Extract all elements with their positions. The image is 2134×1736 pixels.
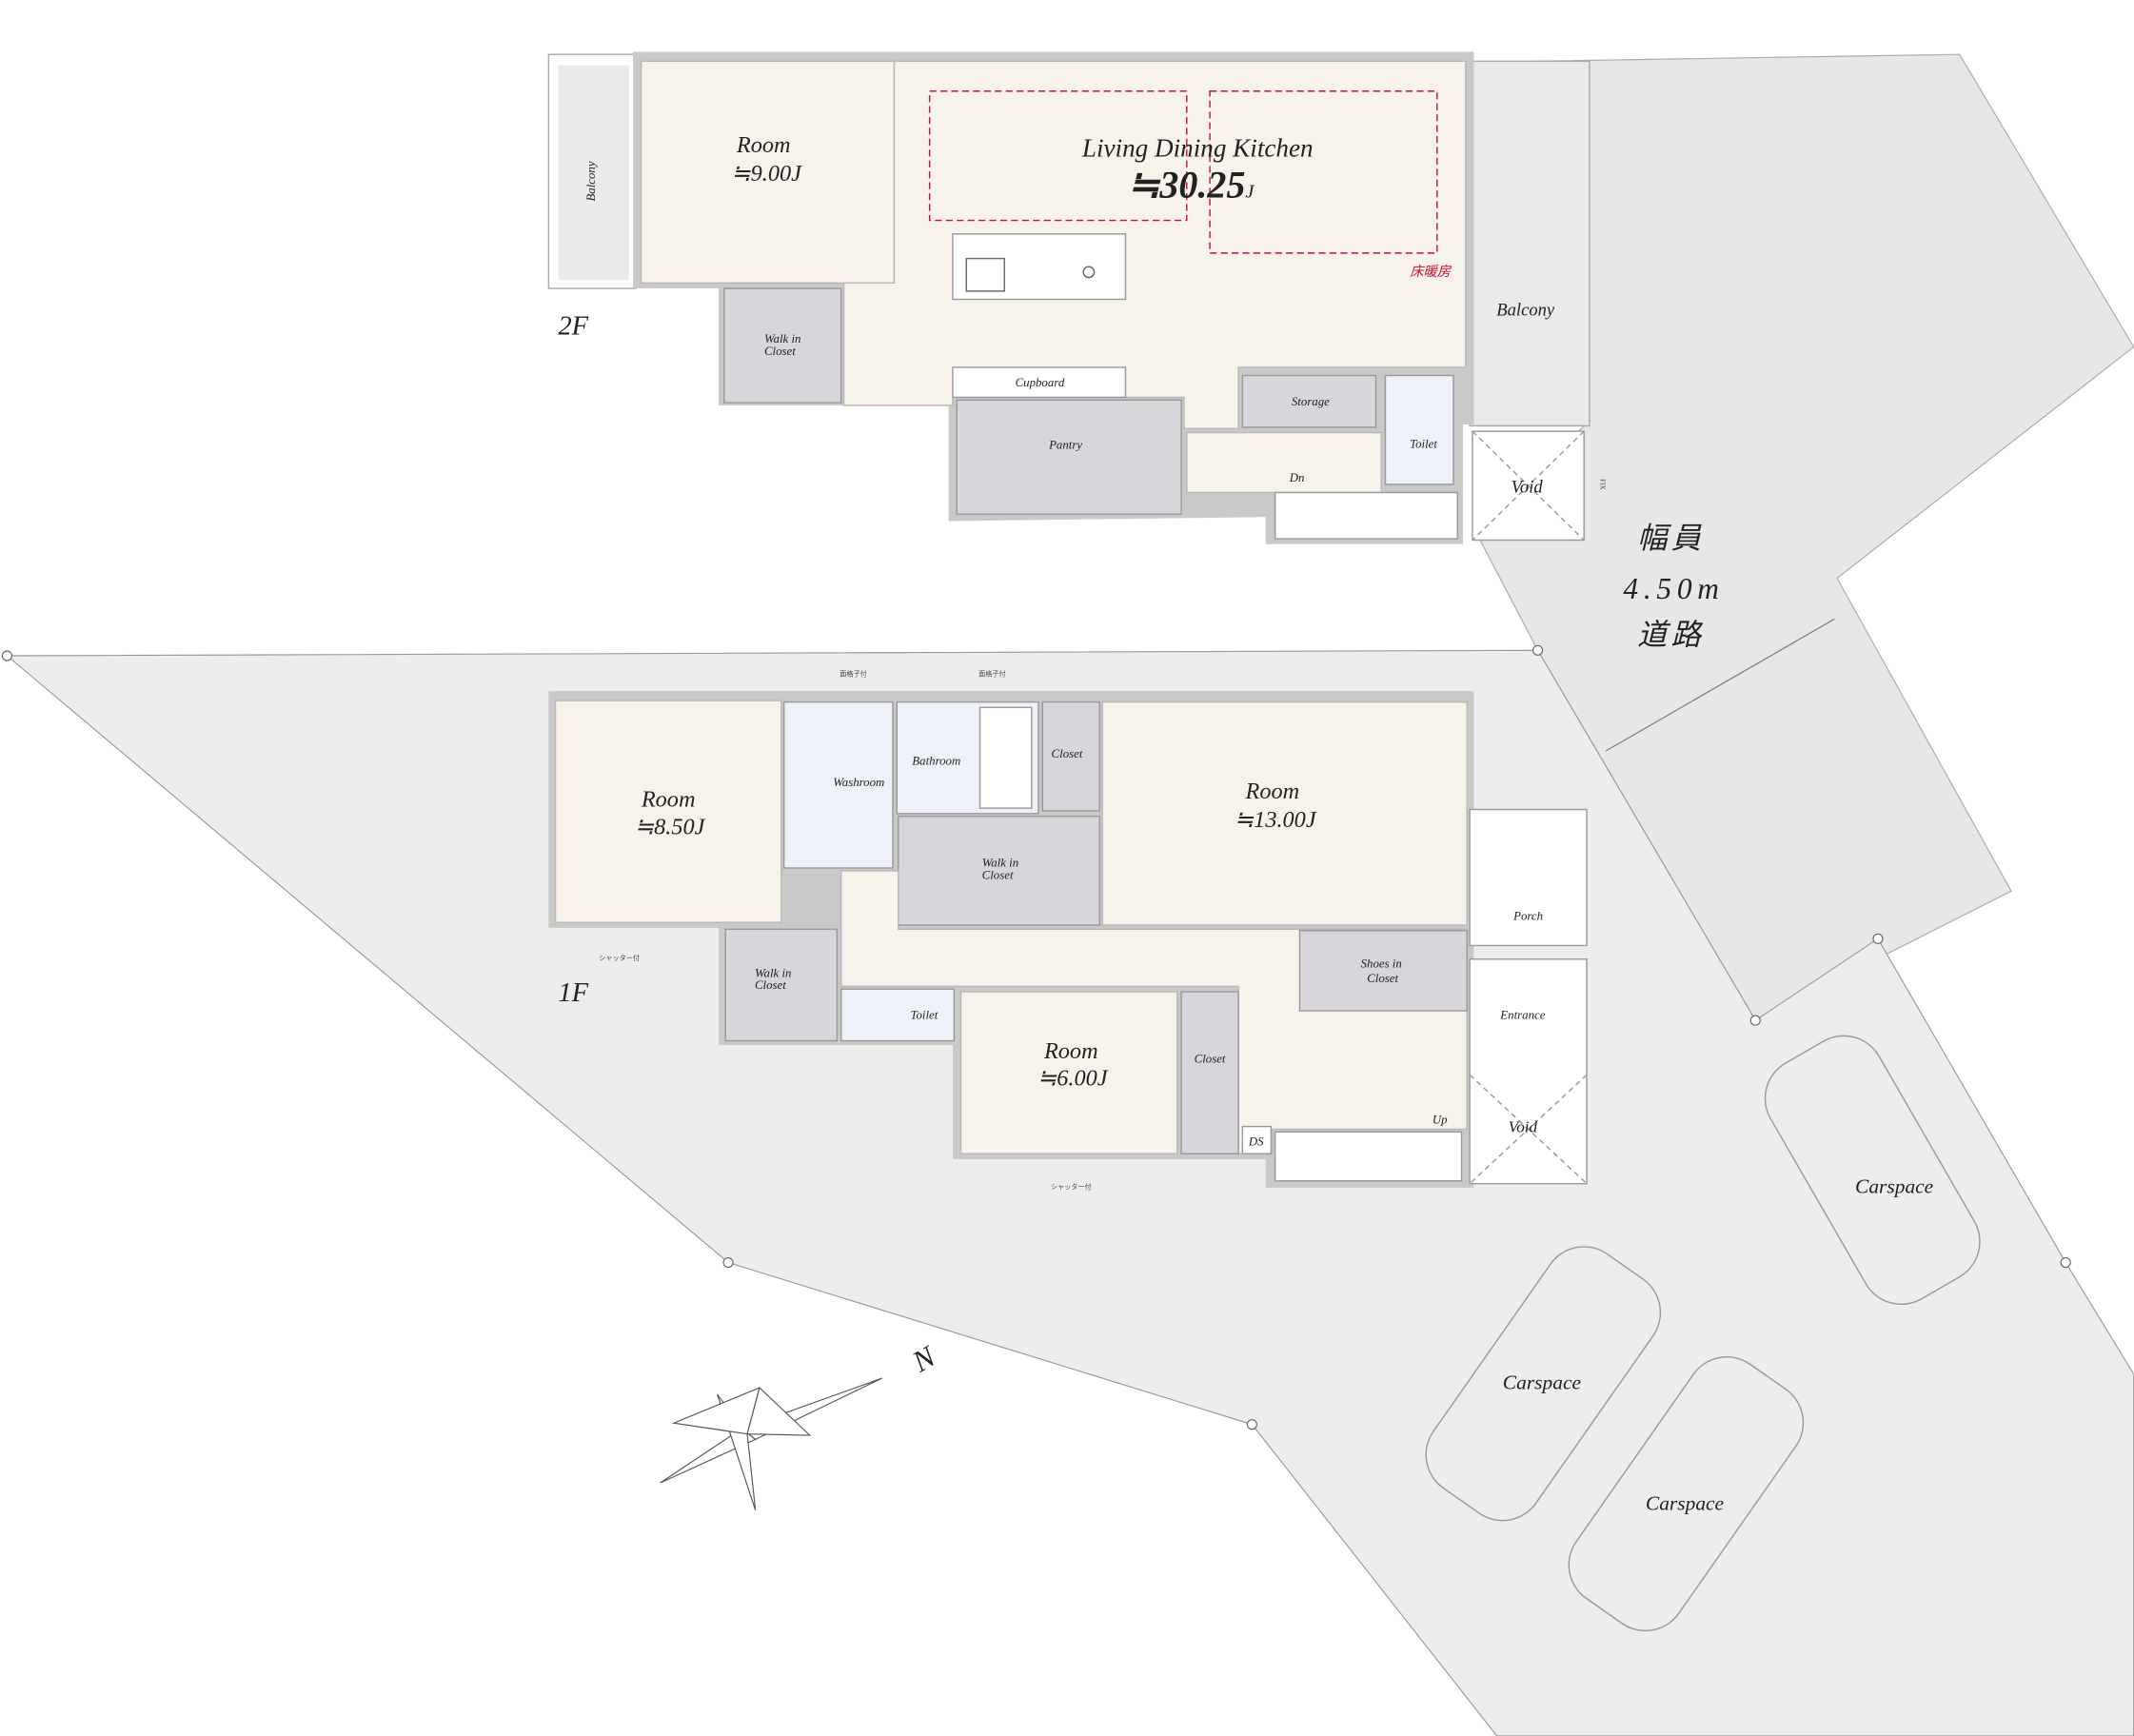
stairs-1f (1274, 1131, 1463, 1182)
road-label: 幅員 (1637, 522, 1705, 555)
entrance-label: Entrance (1499, 1009, 1545, 1022)
pantry (956, 399, 1182, 516)
kitchen-counter (952, 233, 1127, 301)
room-west (554, 700, 782, 923)
stairs-2f (1274, 491, 1458, 540)
floor-heating-zone (1209, 90, 1438, 254)
svg-text:Carspace: Carspace (1646, 1492, 1725, 1515)
compass-north: N (906, 1338, 942, 1378)
walk-in-closet-2f (723, 287, 842, 404)
lattice-note: 面格子付 (840, 669, 867, 678)
room-east-name: Room (1245, 779, 1300, 804)
storage-label: Storage (1292, 395, 1330, 408)
shoes-closet-label: Shoes in (1361, 957, 1402, 970)
wic-center-label: Walk in (982, 857, 1018, 870)
entrance (1469, 958, 1588, 1185)
shoes-closet-label-2: Closet (1367, 972, 1398, 985)
walk-in-closet-center (898, 815, 1101, 926)
first-floor: Room ≒8.50J Washroom Bathroom Closet Wal… (548, 669, 1588, 1191)
room-west-area: ≒8.50J (635, 814, 706, 839)
closet-north-label: Closet (1052, 747, 1083, 760)
stove-icon (1082, 266, 1096, 279)
wic-2f-label-2: Closet (764, 345, 796, 358)
hall-2f (1186, 431, 1382, 494)
shutter-note: シャッター付 (599, 954, 640, 962)
wic-2f-label: Walk in (764, 332, 800, 345)
room-2f-area: ≒9.00J (731, 161, 802, 187)
second-floor: Balcony Room ≒9.00J Living Dining Kitche… (547, 51, 1606, 544)
walk-in-closet-west (724, 928, 839, 1042)
sink-icon (965, 257, 1005, 292)
closet-south-label: Closet (1195, 1052, 1226, 1065)
ldk-area: ≒30.25J (1128, 163, 1255, 206)
floor-heating-label: 床暖房 (1410, 264, 1452, 280)
up-label: Up (1433, 1114, 1448, 1127)
room-east (1101, 700, 1468, 926)
pantry-label: Pantry (1048, 439, 1082, 452)
room-south-name: Room (1043, 1038, 1098, 1064)
wic-center-label-2: Closet (982, 868, 1014, 881)
bathroom-label: Bathroom (912, 754, 960, 767)
toilet-1f-label: Toilet (910, 1009, 938, 1022)
toilet-2f (1384, 374, 1454, 485)
boundary-markers (1, 644, 2071, 1430)
room-east-area: ≒13.00J (1235, 807, 1317, 833)
shoes-closet (1298, 930, 1468, 1012)
void-2f-label: Void (1512, 477, 1544, 497)
cupboard-label: Cupboard (1016, 376, 1065, 389)
balcony-east-label: Balcony (1496, 301, 1555, 321)
void-1f-label: Void (1509, 1117, 1538, 1135)
washroom-label: Washroom (833, 776, 884, 789)
toilet-1f (840, 988, 956, 1042)
porch-label: Porch (1512, 909, 1543, 922)
storage (1241, 374, 1377, 428)
compass-icon (660, 1377, 882, 1510)
room-south-area: ≒6.00J (1037, 1066, 1109, 1092)
road-type: 道路 (1637, 619, 1705, 652)
svg-text:Carspace: Carspace (1855, 1175, 1934, 1198)
wic-west-label-2: Closet (755, 978, 786, 992)
svg-text:Carspace: Carspace (1503, 1371, 1582, 1393)
balcony-east (1469, 60, 1591, 427)
carspace: Carspace (1568, 1356, 1805, 1632)
ds (1241, 1125, 1273, 1154)
ds-label: DS (1248, 1135, 1264, 1149)
lattice-note-2: 面格子付 (978, 669, 1006, 678)
room-west-name: Room (641, 787, 696, 813)
road-width-dimension (1605, 618, 1835, 752)
closet-south (1180, 991, 1239, 1154)
floor-label-1f: 1F (558, 978, 588, 1008)
carspace: Carspace (1764, 1035, 1981, 1306)
ldk (842, 60, 1467, 429)
floor-label-2f: 2F (558, 312, 588, 342)
down-label: Dn (1289, 471, 1305, 484)
closet-north (1041, 700, 1101, 812)
ldk-name: Living Dining Kitchen (1081, 133, 1314, 162)
fix-label: FIX (1598, 479, 1606, 490)
carspace: Carspace (1425, 1246, 1662, 1522)
washroom (782, 700, 894, 869)
road-width: 4.50m (1623, 572, 1724, 605)
wic-west-label: Walk in (755, 966, 791, 979)
room-south (959, 991, 1178, 1154)
porch (1469, 808, 1588, 947)
cupboard (952, 366, 1127, 399)
floor-heating-zone (928, 90, 1188, 222)
room-2f-name: Room (736, 132, 791, 158)
shutter-note-south: シャッター付 (1051, 1182, 1092, 1191)
balcony-west-label: Balcony (584, 161, 598, 201)
toilet-2f-label: Toilet (1410, 437, 1437, 450)
